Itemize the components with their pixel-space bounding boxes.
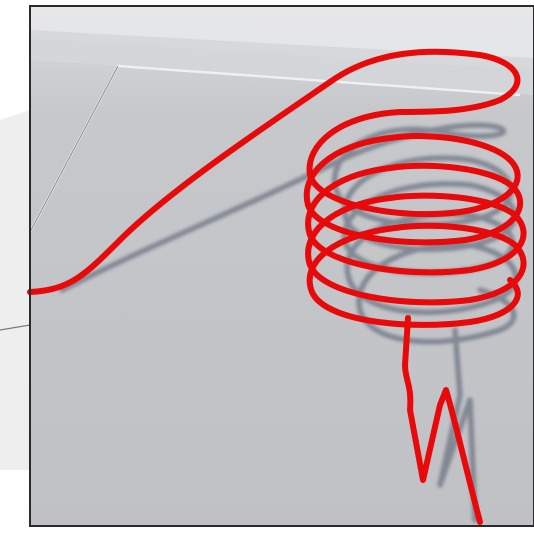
render-viewport bbox=[30, 6, 534, 526]
outer-backdrop bbox=[0, 110, 30, 470]
